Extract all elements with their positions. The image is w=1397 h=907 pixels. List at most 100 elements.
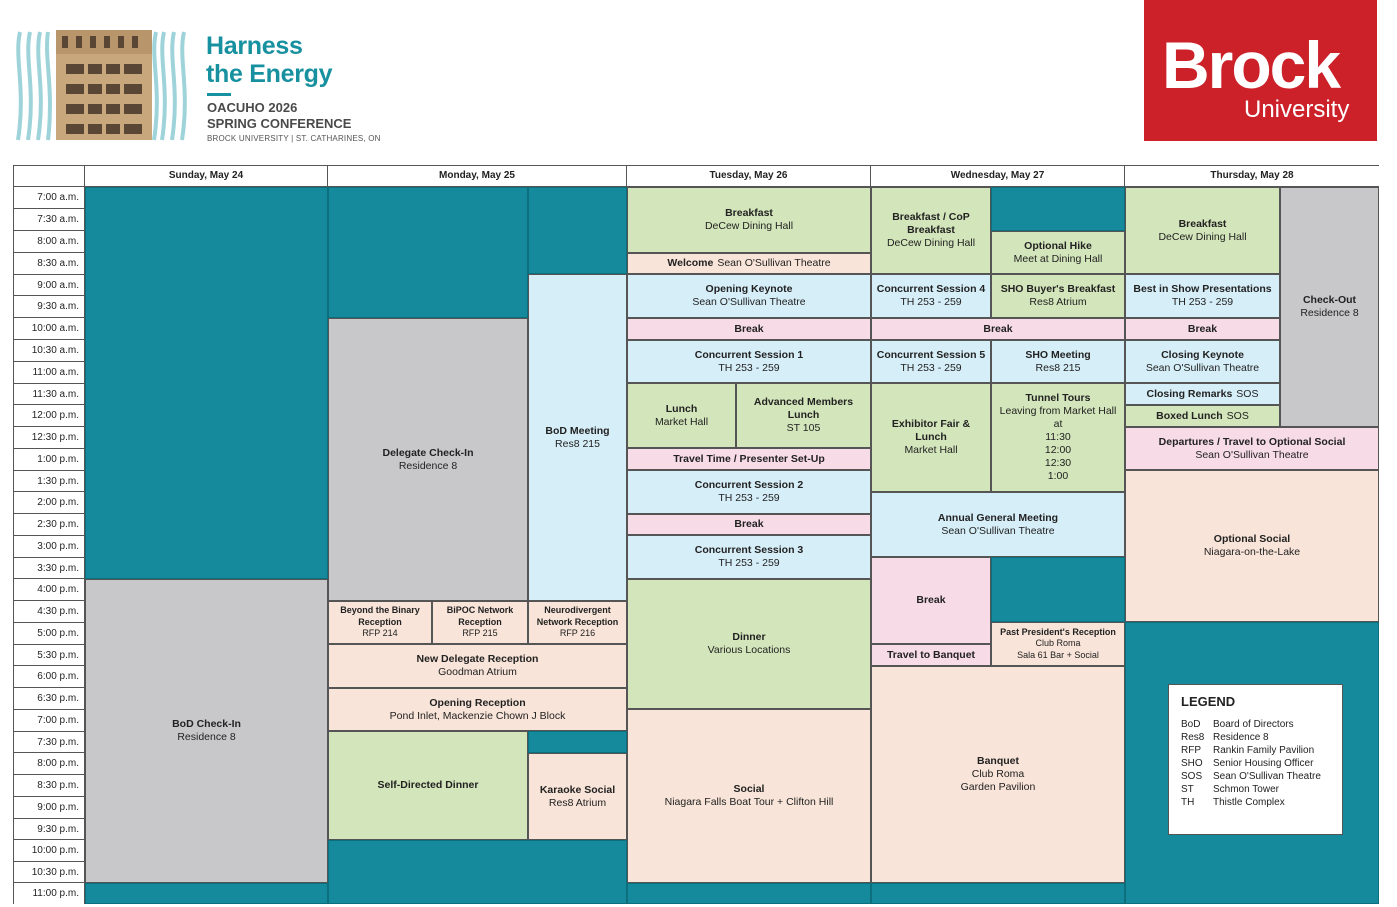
event-concurrent-session-5[interactable]: Concurrent Session 5 TH 253 - 259 (871, 340, 991, 383)
event-annual-general-meeting[interactable]: Annual General Meeting Sean O'Sullivan T… (871, 492, 1125, 557)
time-label: 4:00 p.m. (14, 579, 85, 601)
event-break[interactable]: Break (871, 318, 1125, 340)
day-header-wednesday: Wednesday, May 27 (871, 166, 1125, 187)
event-title: Advanced Members Lunch (753, 396, 854, 421)
tour-time: 1:00 (1047, 470, 1069, 482)
legend-title: LEGEND (1181, 694, 1236, 709)
event-opening-reception[interactable]: Opening Reception Pond Inlet, Mackenzie … (328, 688, 627, 731)
time-label: 7:30 a.m. (14, 209, 85, 231)
event-location: Residence 8 (177, 731, 236, 743)
event-karaoke-social[interactable]: Karaoke Social Res8 Atrium (528, 753, 627, 840)
event-location-detail: Garden Pavilion (960, 781, 1036, 793)
event-breakfast[interactable]: Breakfast DeCew Dining Hall (1125, 187, 1280, 274)
event-check-out[interactable]: Check-Out Residence 8 (1280, 187, 1379, 427)
event-optional-hike[interactable]: Optional Hike Meet at Dining Hall (991, 231, 1125, 274)
event-location: Market Hall (904, 444, 958, 456)
event-closing-remarks[interactable]: Closing Remarks SOS (1125, 383, 1280, 405)
event-beyond-the-binary-reception[interactable]: Beyond the Binary Reception RFP 214 (328, 601, 432, 644)
event-location: TH 253 - 259 (718, 361, 780, 374)
event-banquet[interactable]: Banquet Club Roma Garden Pavilion (871, 666, 1125, 883)
event-welcome[interactable]: Welcome Sean O'Sullivan Theatre (627, 253, 871, 274)
event-title: Concurrent Session 1 (694, 348, 804, 361)
time-label: 3:00 p.m. (14, 536, 85, 558)
event-concurrent-session-3[interactable]: Concurrent Session 3 TH 253 - 259 (627, 535, 871, 579)
event-tunnel-tours[interactable]: Tunnel Tours Leaving from Market Hall at… (991, 383, 1125, 492)
day-header-sunday: Sunday, May 24 (85, 166, 328, 187)
event-boxed-lunch[interactable]: Boxed Lunch SOS (1125, 405, 1280, 427)
event-title: Karaoke Social (539, 783, 616, 796)
event-breakfast-cop-breakfast[interactable]: Breakfast / CoP Breakfast DeCew Dining H… (871, 187, 991, 274)
logo-title-line1: Harness (206, 32, 303, 60)
tour-time: 12:00 (1044, 444, 1072, 456)
conference-name: OACUHO 2026 (207, 100, 298, 115)
event-travel-to-banquet[interactable]: Travel to Banquet (871, 644, 991, 666)
event-title: Departures / Travel to Optional Social (1158, 435, 1346, 448)
event-social[interactable]: Social Niagara Falls Boat Tour + Clifton… (627, 709, 871, 883)
event-breakfast[interactable]: Breakfast DeCew Dining Hall (627, 187, 871, 253)
event-opening-keynote[interactable]: Opening Keynote Sean O'Sullivan Theatre (627, 274, 871, 318)
event-location: RFP 215 (462, 628, 498, 639)
legend-abbr: Res8 (1181, 732, 1205, 743)
event-title: Banquet (977, 755, 1019, 767)
event-best-in-show-presentations[interactable]: Best in Show Presentations TH 253 - 259 (1125, 274, 1280, 318)
legend-item: ST Schmon Tower (1181, 783, 1330, 796)
event-exhibitor-fair-lunch[interactable]: Exhibitor Fair & Lunch Market Hall (871, 383, 991, 492)
event-travel-time-presenter-set-up[interactable]: Travel Time / Presenter Set-Up (627, 448, 871, 470)
event-title: Concurrent Session 5 (876, 348, 986, 361)
event-delegate-check-in[interactable]: Delegate Check-In Residence 8 (328, 318, 528, 601)
event-past-presidents-reception[interactable]: Past President's Reception Club Roma Sal… (991, 622, 1125, 666)
event-location: Sean O'Sullivan Theatre (692, 296, 806, 308)
event-location: Goodman Atrium (438, 666, 517, 678)
event-break[interactable]: Break (1125, 318, 1280, 340)
time-label: 9:30 a.m. (14, 296, 85, 318)
event-bipoc-network-reception[interactable]: BiPOC Network Reception RFP 215 (432, 601, 528, 644)
event-location: SOS (1226, 409, 1249, 422)
event-break[interactable]: Break (627, 514, 871, 535)
conference-logo (14, 28, 190, 144)
event-advanced-members-lunch[interactable]: Advanced Members Lunch ST 105 (736, 383, 871, 448)
time-label: 9:30 p.m. (14, 819, 85, 840)
event-sho-meeting[interactable]: SHO Meeting Res8 215 (991, 340, 1125, 383)
event-self-directed-dinner[interactable]: Self-Directed Dinner (328, 731, 528, 840)
event-optional-social[interactable]: Optional Social Niagara-on-the-Lake (1125, 470, 1379, 622)
event-title: Breakfast (1178, 217, 1227, 230)
event-location: TH 253 - 259 (900, 361, 962, 374)
time-label: 7:30 p.m. (14, 732, 85, 753)
event-concurrent-session-4[interactable]: Concurrent Session 4 TH 253 - 259 (871, 274, 991, 318)
legend-abbr: ST (1181, 784, 1194, 795)
event-lunch[interactable]: Lunch Market Hall (627, 383, 736, 448)
event-sho-buyers-breakfast[interactable]: SHO Buyer's Breakfast Res8 Atrium (991, 274, 1125, 318)
brock-logo-name: Brock (1162, 28, 1341, 102)
event-title: Delegate Check-In (382, 446, 474, 459)
event-departures-travel-to-optional-social[interactable]: Departures / Travel to Optional Social S… (1125, 427, 1379, 470)
event-bod-check-in[interactable]: BoD Check-In Residence 8 (85, 579, 328, 883)
event-location: Club Roma (971, 768, 1025, 780)
event-concurrent-session-1[interactable]: Concurrent Session 1 TH 253 - 259 (627, 340, 871, 383)
event-concurrent-session-2[interactable]: Concurrent Session 2 TH 253 - 259 (627, 470, 871, 514)
event-new-delegate-reception[interactable]: New Delegate Reception Goodman Atrium (328, 644, 627, 688)
event-break[interactable]: Break (627, 318, 871, 340)
time-label: 6:30 p.m. (14, 688, 85, 710)
event-title: Break (1187, 322, 1218, 335)
event-title: Best in Show Presentations (1133, 283, 1272, 295)
event-location: Res8 Atrium (1029, 296, 1087, 308)
event-break[interactable]: Break (871, 557, 991, 644)
event-location: Meet at Dining Hall (1013, 252, 1103, 265)
legend-meaning: Schmon Tower (1213, 784, 1279, 795)
event-location: Sean O'Sullivan Theatre (1145, 361, 1260, 374)
event-title: Welcome (667, 257, 714, 269)
event-bod-meeting[interactable]: BoD Meeting Res8 215 (528, 274, 627, 601)
event-title: Closing Keynote (1161, 348, 1244, 361)
event-neurodivergent-network-reception[interactable]: Neurodivergent Network Reception RFP 216 (528, 601, 627, 644)
day-header-thursday: Thursday, May 28 (1125, 166, 1379, 187)
unscheduled-block (871, 883, 1125, 904)
unscheduled-block (528, 187, 627, 274)
event-title: Optional Hike (1024, 239, 1092, 252)
event-closing-keynote[interactable]: Closing Keynote Sean O'Sullivan Theatre (1125, 340, 1280, 383)
event-location: Market Hall (654, 415, 709, 428)
legend-abbr: BoD (1181, 719, 1201, 730)
legend-abbr: TH (1181, 797, 1195, 808)
event-dinner[interactable]: Dinner Various Locations (627, 579, 871, 709)
